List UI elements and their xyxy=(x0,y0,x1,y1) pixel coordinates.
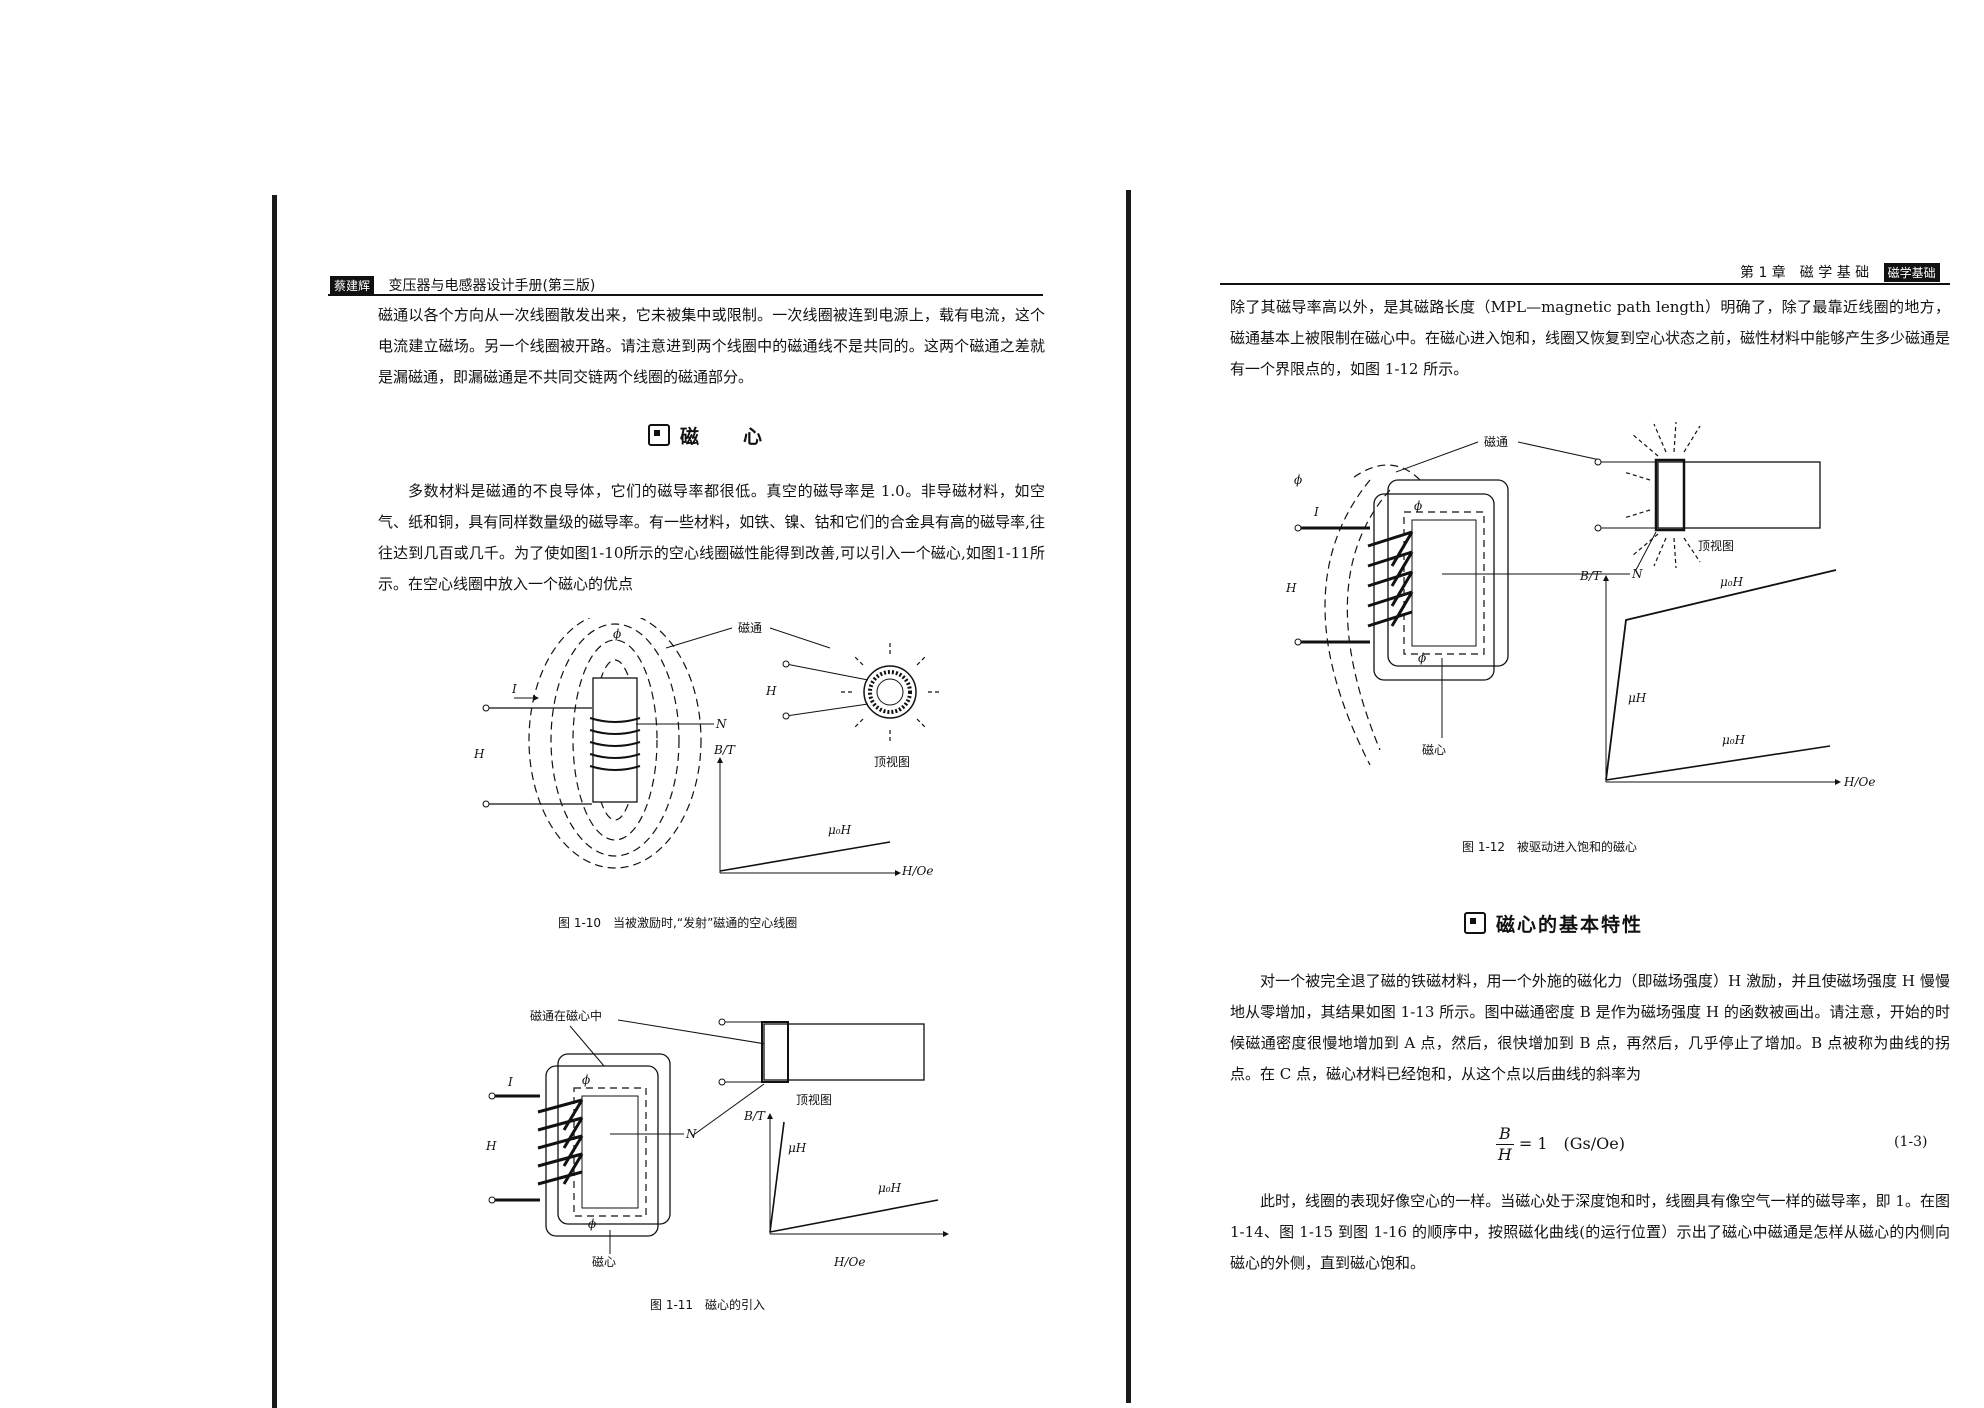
phi-bottom-label-12: ϕ xyxy=(1418,651,1426,665)
turns-label-12: N xyxy=(1631,567,1643,581)
core-label-12: 磁心 xyxy=(1422,742,1446,757)
header-rule-right xyxy=(1220,283,1950,285)
figure-1-11: 磁通在磁心中 I H ϕ ϕ N 磁心 顶视图 xyxy=(485,1008,949,1269)
left-page: 蔡建辉 变压器与电感器设计手册(第三版) 磁通以各个方向从一次线圈散发出来，它未… xyxy=(272,195,1045,1408)
top-view-core-12 xyxy=(1657,461,1821,529)
phi-out-label: ϕ xyxy=(1294,473,1302,487)
saturation-flux-rays xyxy=(1623,421,1701,569)
section-mark-icon xyxy=(648,424,670,446)
equation-1-3: B H = 1 (Gs/Oe) xyxy=(1496,1124,1625,1165)
coil-form xyxy=(592,677,638,803)
right-page: 第 1 章 磁 学 基 础 磁学基础 除了其磁导率高以外，是其磁路长度（MPL—… xyxy=(1120,0,1984,1403)
top-view-label-11: 顶视图 xyxy=(796,1092,832,1107)
bt-axis-label: B/T xyxy=(713,743,736,757)
equation-rhs: = 1 (Gs/Oe) xyxy=(1518,1134,1625,1153)
field-label: H xyxy=(473,747,485,761)
running-header-right: 第 1 章 磁 学 基 础 磁学基础 xyxy=(1740,262,1940,282)
figure-1-10: I H ϕ 磁通 N H 顶视图 B/T xyxy=(473,618,940,878)
paragraph-permeability: 多数材料是磁通的不良导体，它们的磁导率都很低。真空的磁导率是 1.0。非导磁材料… xyxy=(378,482,1045,593)
current-label-11: I xyxy=(507,1075,513,1089)
heading-text-right: 磁心的基本特性 xyxy=(1496,914,1644,936)
page-edge-left xyxy=(272,195,277,1408)
flux-label: 磁通 xyxy=(738,620,762,635)
top-view-label: 顶视图 xyxy=(874,754,910,769)
section-mark-icon-right xyxy=(1464,912,1486,934)
bh-curve-1-11 xyxy=(767,1113,949,1237)
current-label-12: I xyxy=(1313,505,1319,519)
turns-label-11: N xyxy=(685,1127,697,1141)
chapter-title: 第 1 章 磁 学 基 础 xyxy=(1740,265,1870,281)
phi-bottom-label: ϕ xyxy=(588,1217,596,1231)
turns-label: N xyxy=(715,717,727,731)
header-rule xyxy=(328,294,1043,296)
section-heading-core: 磁 心 xyxy=(648,422,764,449)
top-view-coil xyxy=(840,642,940,742)
caption-fig-1-11: 图 1-11 磁心的引入 xyxy=(650,1298,766,1312)
fringing-flux-lines xyxy=(1324,464,1421,766)
field-label-11: H xyxy=(485,1139,497,1153)
top-view-label-12: 顶视图 xyxy=(1698,538,1734,553)
mu0h-bottom-label: μ₀H xyxy=(1722,733,1746,747)
hoe-axis-label-11: H/Oe xyxy=(833,1255,865,1269)
header-tag: 蔡建辉 xyxy=(330,276,375,295)
core-label: 磁心 xyxy=(592,1254,616,1269)
core-outline-12 xyxy=(1373,479,1509,681)
top-view-core xyxy=(763,1023,925,1081)
figure-1-12: 磁通 ϕ I H ϕ ϕ N 磁心 xyxy=(1285,421,1875,789)
field-label-12: H xyxy=(1285,581,1297,595)
flux-in-core-label: 磁通在磁心中 xyxy=(530,1008,602,1023)
paragraph-deep-saturation: 此时，线圈的表现好像空心的一样。当磁心处于深度饱和时，线圈具有像空气一样的磁导率… xyxy=(1230,1192,1950,1272)
equation-denominator: H xyxy=(1497,1145,1512,1164)
coil-winding xyxy=(589,717,641,771)
flux-label-12: 磁通 xyxy=(1484,434,1508,449)
mu0h-top-label: μ₀H xyxy=(1720,575,1744,589)
core-winding-12 xyxy=(1367,530,1414,628)
mu0h-label: μ₀H xyxy=(828,823,852,837)
heading-text: 磁 心 xyxy=(680,426,765,448)
bh-curve-1-10 xyxy=(717,757,901,876)
paragraph-mpl: 除了其磁导率高以外，是其磁路长度（MPL—magnetic path lengt… xyxy=(1230,298,1951,378)
book-title: 变压器与电感器设计手册(第三版) xyxy=(388,278,596,294)
running-header-left: 蔡建辉 变压器与电感器设计手册(第三版) xyxy=(330,275,595,295)
phi-top-label: ϕ xyxy=(582,1073,590,1087)
hoe-axis-label: H/Oe xyxy=(901,864,933,878)
paragraph-bh-curve: 对一个被完全退了磁的铁磁材料，用一个外施的磁化力（即磁场强度）H 激励，并且使磁… xyxy=(1230,972,1950,1083)
equation-numerator: B xyxy=(1496,1124,1514,1145)
equation-number: (1-3) xyxy=(1894,1134,1928,1150)
phi-top-label-12: ϕ xyxy=(1414,499,1422,513)
caption-fig-1-10: 图 1-10 当被激励时,“发射”磁通的空心线圈 xyxy=(558,916,798,930)
muh-label: μH xyxy=(788,1141,807,1155)
phi-label: ϕ xyxy=(613,627,621,641)
bh-curve-1-12 xyxy=(1603,569,1841,785)
header-tag-right: 磁学基础 xyxy=(1883,263,1940,282)
section-heading-properties: 磁心的基本特性 xyxy=(1464,910,1643,937)
equation-fraction: B H xyxy=(1496,1124,1514,1165)
paragraph-leakage-flux: 磁通以各个方向从一次线圈散发出来，它未被集中或限制。一次线圈被连到电源上，载有电… xyxy=(378,306,1045,386)
page-gutter xyxy=(1126,190,1131,1403)
core-winding xyxy=(537,1098,584,1186)
muh-label-12: μH xyxy=(1628,691,1647,705)
top-view-h-label: H xyxy=(765,684,777,698)
caption-fig-1-12: 图 1-12 被驱动进入饱和的磁心 xyxy=(1462,840,1638,854)
bt-axis-label-12: B/T xyxy=(1579,569,1602,583)
hoe-axis-label-12: H/Oe xyxy=(1843,775,1875,789)
bt-axis-label-11: B/T xyxy=(743,1109,766,1123)
mu0h-label-11: μ₀H xyxy=(878,1181,902,1195)
current-label: I xyxy=(511,682,517,696)
